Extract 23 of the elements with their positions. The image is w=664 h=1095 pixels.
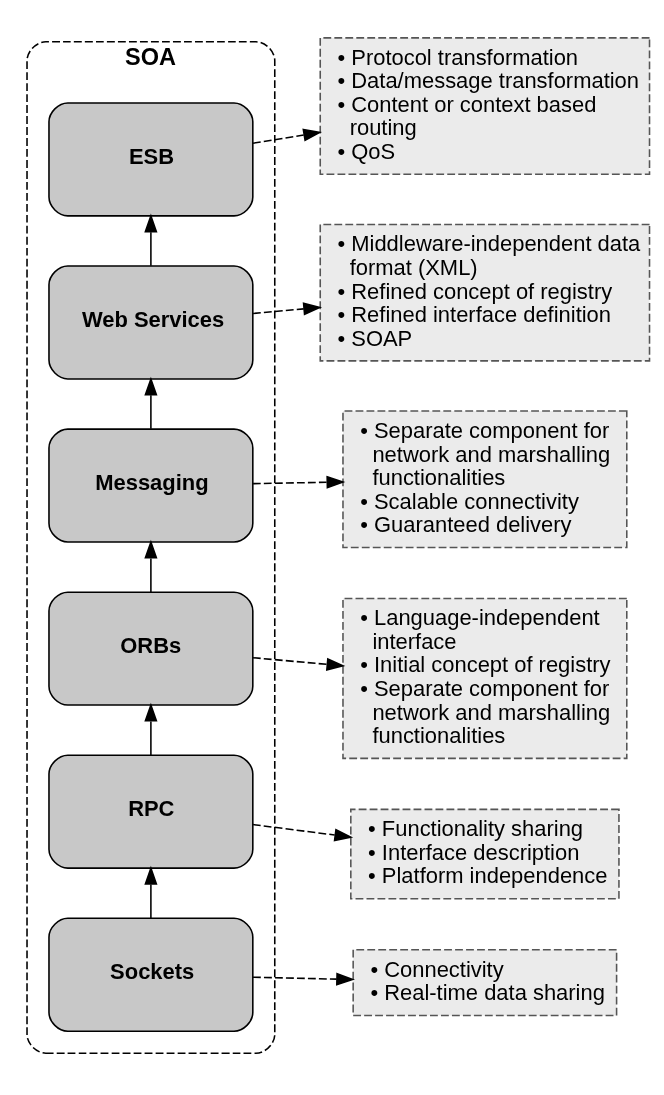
- node-box: ORBs: [48, 591, 254, 706]
- arrow: [252, 128, 323, 144]
- arrow: [144, 865, 158, 919]
- arrow: [144, 702, 158, 756]
- arrow: [252, 656, 346, 671]
- node-box: • Functionality sharing • Interface description • Platform independence: [350, 808, 620, 900]
- arrow: [252, 475, 346, 489]
- arrow: [252, 972, 355, 986]
- arrow: [144, 376, 158, 430]
- node-box: • Language-independent interface • Initial concept of registry • Separate component for network and marshalling functionalities: [342, 597, 628, 760]
- node-box: Messaging: [48, 428, 254, 543]
- arrow: [252, 823, 354, 842]
- node-box: RPC: [48, 754, 254, 869]
- node-box: • Protocol transformation • Data/message transformation • Content or context based routing • QoS: [319, 37, 651, 176]
- node-box: ESB: [48, 102, 254, 217]
- node-box: • Separate component for network and marshalling functionalities • Scalable connectivity • Guaranteed delivery: [342, 410, 628, 549]
- node-box: • Connectivity • Real-time data sharing: [352, 948, 618, 1017]
- node-box: Web Services: [48, 265, 254, 380]
- node-box: • Middleware-independent data format (XML) • Refined concept of registry • Refined interface definition • SOAP: [319, 223, 651, 362]
- arrow: [144, 539, 158, 593]
- arrow: [144, 213, 158, 267]
- node-box: Sockets: [48, 917, 254, 1032]
- arrow: [252, 302, 323, 316]
